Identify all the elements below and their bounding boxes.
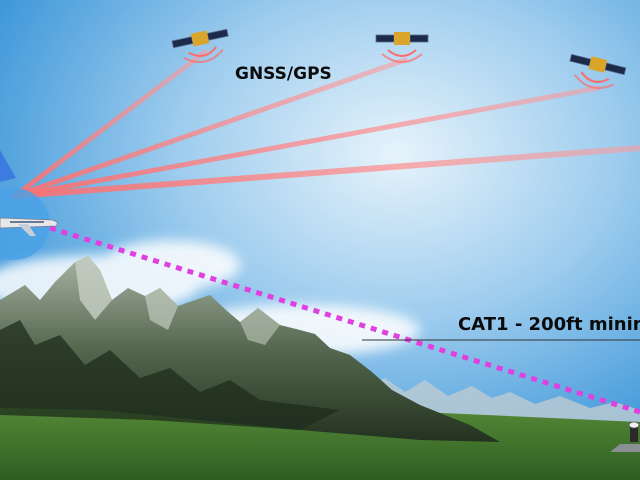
- gnss-label: GNSS/GPS: [235, 64, 332, 84]
- signal-beam-1: [12, 49, 208, 199]
- ground-station-icon: [610, 421, 640, 452]
- satellite-icon: [569, 53, 627, 90]
- satellite-icon: [375, 32, 429, 63]
- gnss-signal-beams: [12, 49, 640, 199]
- signal-beam-3: [12, 85, 601, 199]
- approach-minimum-label: CAT1 - 200ft minim: [458, 314, 640, 335]
- signal-beam-4: [12, 145, 640, 199]
- mountain-range: [0, 256, 500, 442]
- aircraft-icon: [0, 217, 58, 236]
- signal-beam-2: [12, 57, 408, 199]
- receiver-cone: [0, 150, 16, 182]
- satellite-icon: [171, 28, 229, 64]
